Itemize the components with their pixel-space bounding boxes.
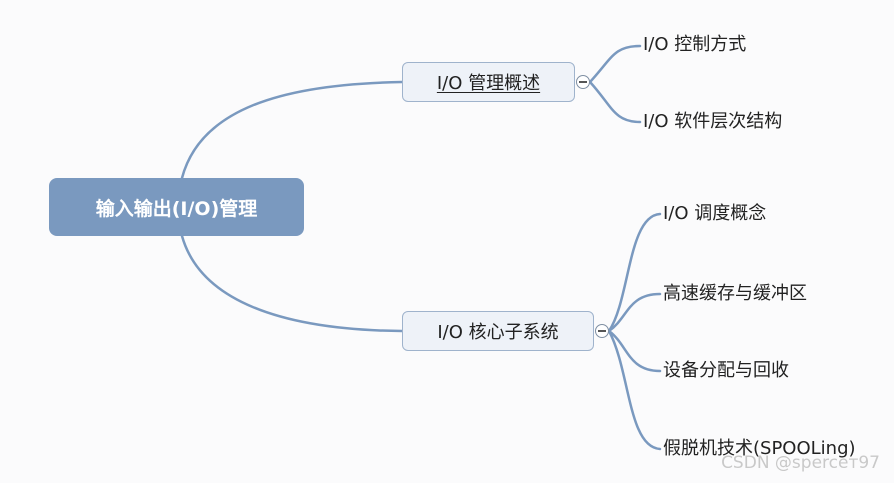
leaf-device-allocation[interactable]: 设备分配与回收 — [663, 360, 789, 381]
root-label: 输入输出(I/O)管理 — [95, 197, 258, 220]
connector-core-to-scheduling — [607, 212, 662, 333]
watermark: CSDN @sperceт97 — [721, 453, 880, 473]
connector-overview-to-control — [588, 44, 642, 84]
connector-core-to-cache — [607, 292, 662, 333]
leaf-cache-buffer[interactable]: 高速缓存与缓冲区 — [663, 283, 807, 304]
branch-label-core: I/O 核心子系统 — [437, 322, 559, 343]
leaf-io-control[interactable]: I/O 控制方式 — [643, 34, 747, 55]
collapse-toggle-icon[interactable] — [595, 324, 609, 338]
connector-root-to-core — [180, 234, 404, 333]
leaf-spooling[interactable]: 假脱机技术(SPOOLing) — [663, 438, 856, 459]
connector-core-to-device — [607, 329, 662, 373]
collapse-toggle-icon[interactable] — [576, 75, 590, 89]
branch-node-overview[interactable]: I/O 管理概述 — [402, 62, 575, 102]
branch-node-core[interactable]: I/O 核心子系统 — [402, 311, 594, 351]
leaf-io-scheduling[interactable]: I/O 调度概念 — [663, 203, 767, 224]
connector-core-to-spooling — [607, 329, 662, 451]
leaf-io-software-layers[interactable]: I/O 软件层次结构 — [643, 111, 783, 132]
connector-root-to-overview — [180, 80, 404, 180]
root-node[interactable]: 输入输出(I/O)管理 — [49, 178, 304, 236]
branch-label-overview: I/O 管理概述 — [436, 73, 541, 94]
connector-overview-to-software — [588, 80, 642, 124]
